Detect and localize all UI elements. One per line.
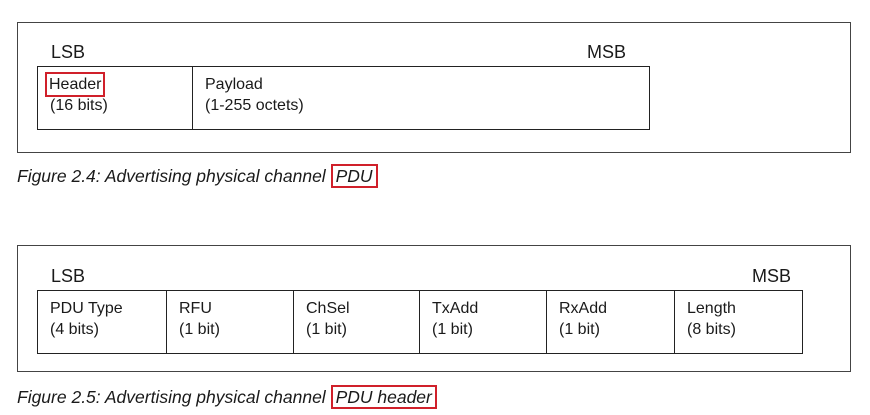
figure-2-5-msb-label: MSB (752, 266, 792, 286)
figure-2-4-lsb-label: LSB (51, 42, 86, 62)
field-name: PDU Type (50, 300, 123, 317)
caption-text: Figure 2.5: Advertising physical channel (17, 387, 331, 407)
figure-2-5-lsb-label: LSB (51, 266, 86, 286)
figure-2-4-frame (17, 22, 851, 153)
pdu-header-field: Header (16 bits) (37, 66, 193, 130)
caption-highlight: PDU header (330, 385, 437, 409)
figure-2-5-caption: Figure 2.5: Advertising physical channel… (17, 385, 437, 409)
field-name: TxAdd (432, 300, 479, 317)
field-size: (8 bits) (687, 321, 736, 338)
field-name: Header (44, 72, 106, 97)
chsel-field: ChSel (1 bit) (293, 290, 420, 354)
field-name: Payload (205, 76, 263, 93)
rxadd-field: RxAdd (1 bit) (546, 290, 675, 354)
figure-2-5-frame (17, 245, 851, 372)
caption-highlight: PDU (330, 164, 378, 188)
figure-2-4-caption: Figure 2.4: Advertising physical channel… (17, 164, 378, 188)
pdu-payload-field: Payload (1-255 octets) (192, 66, 650, 130)
caption-text: Figure 2.4: Advertising physical channel (17, 166, 331, 186)
pdu-type-field: PDU Type (4 bits) (37, 290, 167, 354)
field-size: (1 bit) (432, 321, 473, 338)
field-name: RFU (179, 300, 212, 317)
field-size: (1 bit) (179, 321, 220, 338)
txadd-field: TxAdd (1 bit) (419, 290, 547, 354)
field-size: (1-255 octets) (205, 97, 304, 114)
rfu-field: RFU (1 bit) (166, 290, 294, 354)
field-size: (16 bits) (50, 97, 108, 114)
field-name: ChSel (306, 300, 350, 317)
field-size: (4 bits) (50, 321, 99, 338)
length-field: Length (8 bits) (674, 290, 803, 354)
field-name: Length (687, 300, 736, 317)
field-size: (1 bit) (559, 321, 600, 338)
figure-2-4-msb-label: MSB (587, 42, 627, 62)
field-name: RxAdd (559, 300, 608, 317)
field-size: (1 bit) (306, 321, 347, 338)
